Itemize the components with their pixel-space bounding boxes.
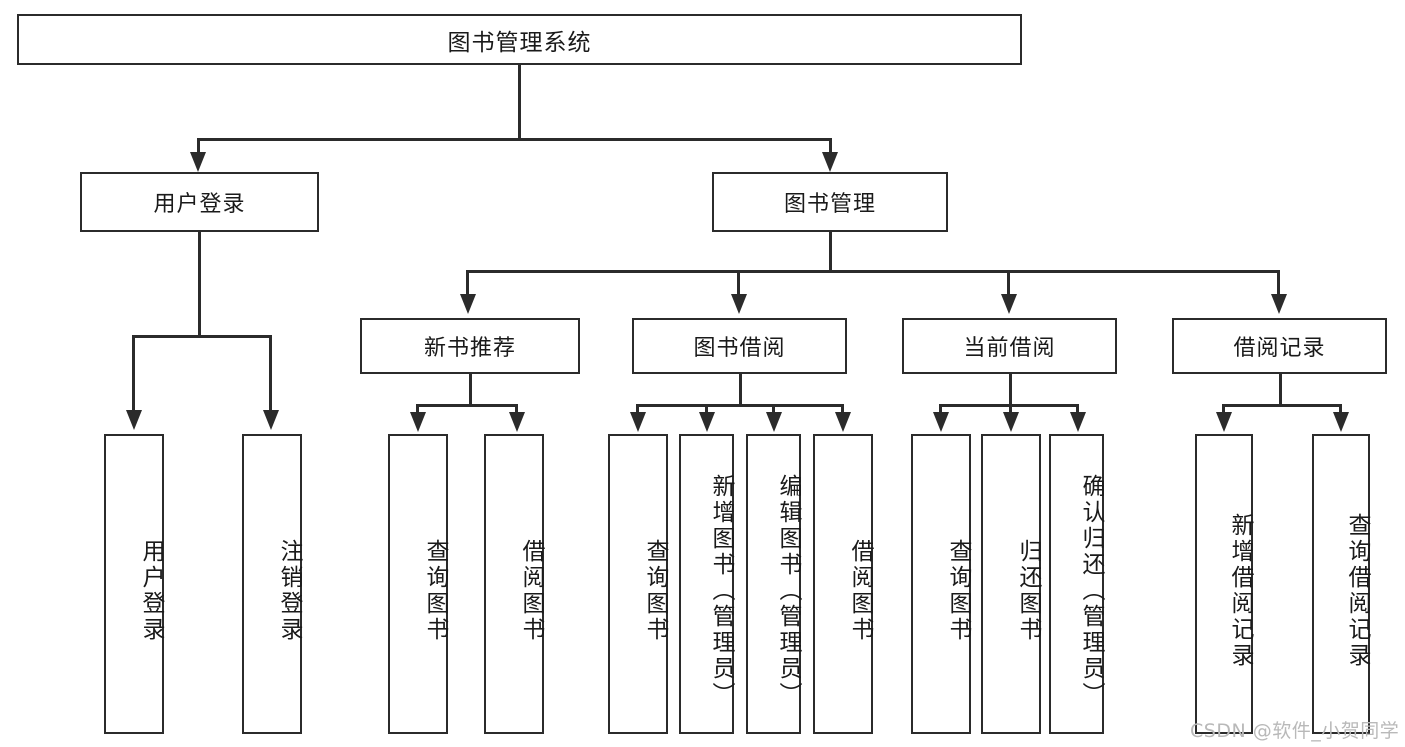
node-book-borrow[interactable]: 图书借阅 [632,318,847,374]
edge-nbr-drop-2 [515,404,518,418]
edge-bm-drop-4 [1277,270,1280,298]
node-new-book-recommend[interactable]: 新书推荐 [360,318,580,374]
edge-br-drop-1 [1222,404,1225,418]
arrow-to-leaf-edit-book [766,412,782,432]
node-leaf-borrow-book-1[interactable]: 借阅图书 [484,434,544,734]
edge-root-to-user-login [197,138,200,156]
edge-user-login-bus [132,335,272,338]
edge-bb-bus [636,404,843,407]
edge-bb-drop-2 [705,404,708,418]
edge-cb-drop-1 [939,404,942,418]
arrow-to-leaf-add-book [699,412,715,432]
edge-nbr-drop-1 [416,404,419,418]
node-leaf-add-book[interactable]: 新增图书（管理员） [679,434,734,734]
arrow-to-leaf-confirm-return [1070,412,1086,432]
node-user-login[interactable]: 用户登录 [80,172,319,232]
arrow-to-leaf-borrow-book-1 [509,412,525,432]
node-current-borrow[interactable]: 当前借阅 [902,318,1117,374]
edge-bm-drop-2 [737,270,740,298]
node-leaf-query-record[interactable]: 查询借阅记录 [1312,434,1370,734]
edge-book-management-bus [466,270,1279,273]
edge-root-to-book-management [829,138,832,156]
edge-cb-drop-3 [1076,404,1079,418]
edge-bb-stem [739,374,742,406]
node-leaf-query-book-2[interactable]: 查询图书 [608,434,668,734]
watermark-text: CSDN @软件_小贺同学 [1190,720,1400,742]
edge-br-stem [1279,374,1282,406]
arrow-to-leaf-user-login [126,410,142,430]
edge-root-bus [197,138,831,141]
edge-nbr-bus [416,404,518,407]
edge-nbr-stem [469,374,472,406]
edge-cb-stem [1009,374,1012,406]
arrow-root-to-user-login [190,152,206,172]
arrow-to-leaf-add-record [1216,412,1232,432]
arrow-to-leaf-query-record [1333,412,1349,432]
arrow-to-borrow-record [1271,294,1287,314]
edge-user-login-stem [198,232,201,337]
edge-user-login-drop-2 [269,335,272,415]
arrow-to-leaf-return-book [1003,412,1019,432]
node-borrow-record[interactable]: 借阅记录 [1172,318,1387,374]
node-leaf-query-book-3[interactable]: 查询图书 [911,434,971,734]
node-leaf-add-record[interactable]: 新增借阅记录 [1195,434,1253,734]
arrow-to-leaf-query-book-3 [933,412,949,432]
arrow-to-new-book-recommend [460,294,476,314]
arrow-to-leaf-logout [263,410,279,430]
edge-bm-drop-3 [1007,270,1010,298]
edge-br-drop-2 [1339,404,1342,418]
node-leaf-return-book[interactable]: 归还图书 [981,434,1041,734]
node-leaf-logout[interactable]: 注销登录 [242,434,302,734]
node-leaf-confirm-return[interactable]: 确认归还（管理员） [1049,434,1104,734]
arrow-to-current-borrow [1001,294,1017,314]
edge-bb-drop-1 [636,404,639,418]
arrow-root-to-book-management [822,152,838,172]
arrow-to-leaf-query-book-2 [630,412,646,432]
node-leaf-user-login[interactable]: 用户登录 [104,434,164,734]
arrow-to-leaf-borrow-book-2 [835,412,851,432]
edge-book-management-stem [829,232,832,272]
node-book-management[interactable]: 图书管理 [712,172,948,232]
edge-root-stem [518,65,521,140]
edge-user-login-drop-1 [132,335,135,415]
node-leaf-query-book-1[interactable]: 查询图书 [388,434,448,734]
edge-br-bus [1222,404,1342,407]
node-leaf-edit-book[interactable]: 编辑图书（管理员） [746,434,801,734]
edge-bb-drop-3 [772,404,775,418]
arrow-to-leaf-query-book-1 [410,412,426,432]
node-leaf-borrow-book-2[interactable]: 借阅图书 [813,434,873,734]
arrow-to-book-borrow [731,294,747,314]
edge-cb-drop-2 [1009,404,1012,418]
edge-bm-drop-1 [466,270,469,298]
node-root-system[interactable]: 图书管理系统 [17,14,1022,65]
edge-bb-drop-4 [841,404,844,418]
